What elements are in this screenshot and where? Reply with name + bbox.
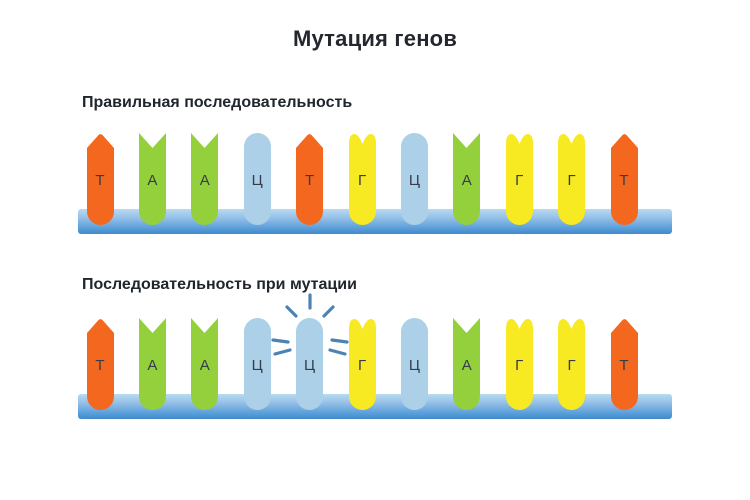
- g-base-shape: [505, 133, 533, 225]
- nucleotide-letter: А: [147, 357, 158, 374]
- nucleotide-letter: Г: [515, 357, 524, 374]
- g-base-shape: [558, 318, 586, 410]
- nucleotide: Г: [558, 133, 586, 225]
- c-base-shape: [400, 318, 428, 410]
- nucleotide: Г: [505, 318, 533, 410]
- t-base-shape: [86, 319, 114, 410]
- t-base-shape: [610, 134, 638, 225]
- g-base-shape: [348, 133, 376, 225]
- nucleotide: А: [191, 318, 219, 410]
- nucleotide-letter: Г: [515, 172, 524, 189]
- nucleotide: А: [453, 133, 481, 225]
- nucleotide-letter: Ц: [408, 357, 420, 374]
- nucleotide: Т: [296, 133, 324, 225]
- nucleotide: Т: [610, 133, 638, 225]
- nucleotide-letter: Ц: [408, 172, 420, 189]
- nucleotide-letter: Т: [619, 172, 629, 189]
- nucleotide-letter: Г: [567, 172, 576, 189]
- g-base-shape: [348, 318, 376, 410]
- c-base-shape: [243, 318, 271, 410]
- nucleotide-letter: Г: [357, 357, 367, 374]
- t-base-shape: [86, 134, 114, 225]
- a-base-shape: [138, 133, 166, 225]
- nucleotide-letter: А: [461, 172, 472, 189]
- nucleotide-letter: А: [199, 172, 210, 189]
- nucleotide-letter: Т: [95, 172, 105, 189]
- nucleotide: Ц: [400, 318, 428, 410]
- nucleotide: Г: [348, 133, 376, 225]
- nucleotide-letter: А: [199, 357, 210, 374]
- nucleotide-letter: Ц: [304, 357, 316, 374]
- nucleotide: Ц: [243, 318, 271, 410]
- nucleotide-letter: Ц: [251, 172, 263, 189]
- nucleotide-letter: Г: [357, 172, 367, 189]
- nucleotide-letter: Г: [567, 357, 576, 374]
- nucleotide: Ц: [243, 133, 271, 225]
- nucleotide: Т: [610, 318, 638, 410]
- nucleotide: А: [191, 133, 219, 225]
- nucleotide-letter: Ц: [251, 357, 263, 374]
- nucleotide: Г: [558, 318, 586, 410]
- c-base-shape: [296, 318, 324, 410]
- c-base-shape: [243, 133, 271, 225]
- t-base-shape: [296, 134, 324, 225]
- section-label-correct-sequence: Правильная последовательность: [82, 94, 353, 111]
- nucleotide: А: [453, 318, 481, 410]
- t-base-shape: [610, 319, 638, 410]
- a-base-shape: [191, 133, 219, 225]
- nucleotide-letter: Т: [619, 357, 629, 374]
- a-base-shape: [453, 133, 481, 225]
- nucleotide: А: [138, 133, 166, 225]
- nucleotide: Т: [86, 318, 114, 410]
- nucleotide-letter: Т: [95, 357, 105, 374]
- nucleotide: Ц: [400, 133, 428, 225]
- nucleotide: Т: [86, 133, 114, 225]
- section-label-mutated-sequence: Последовательность при мутации: [82, 276, 357, 293]
- g-base-shape: [505, 318, 533, 410]
- a-base-shape: [138, 318, 166, 410]
- nucleotide-letter: Т: [305, 172, 315, 189]
- nucleotide: Г: [348, 318, 376, 410]
- nucleotide-letter: А: [461, 357, 472, 374]
- a-base-shape: [191, 318, 219, 410]
- c-base-shape: [400, 133, 428, 225]
- page-title: Мутация генов: [292, 26, 458, 51]
- nucleotide-mutated: Ц: [270, 293, 349, 410]
- nucleotide: А: [138, 318, 166, 410]
- nucleotide: Г: [505, 133, 533, 225]
- g-base-shape: [558, 133, 586, 225]
- a-base-shape: [453, 318, 481, 410]
- nucleotide-letter: А: [147, 172, 158, 189]
